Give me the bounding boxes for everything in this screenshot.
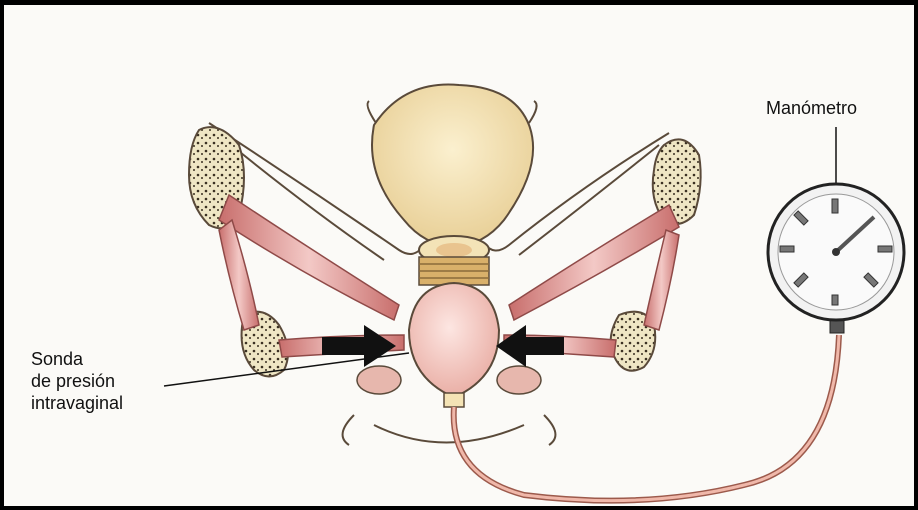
manometer-label: Manómetro (766, 97, 857, 119)
probe-label-line1: Sonda (31, 348, 123, 370)
left-pointing-arrow-icon (496, 325, 564, 367)
cervix-rings (419, 236, 489, 285)
probe-label-line2: de presión (31, 370, 123, 392)
bladder (368, 85, 537, 248)
intravaginal-pressure-probe (409, 283, 499, 407)
pelvic-floor-illustration (4, 5, 918, 510)
probe-label-line3: intravaginal (31, 392, 123, 414)
probe-label: Sonda de presión intravaginal (31, 348, 123, 414)
right-pointing-arrow-icon (322, 325, 396, 367)
pressure-gauge-icon (768, 127, 904, 333)
